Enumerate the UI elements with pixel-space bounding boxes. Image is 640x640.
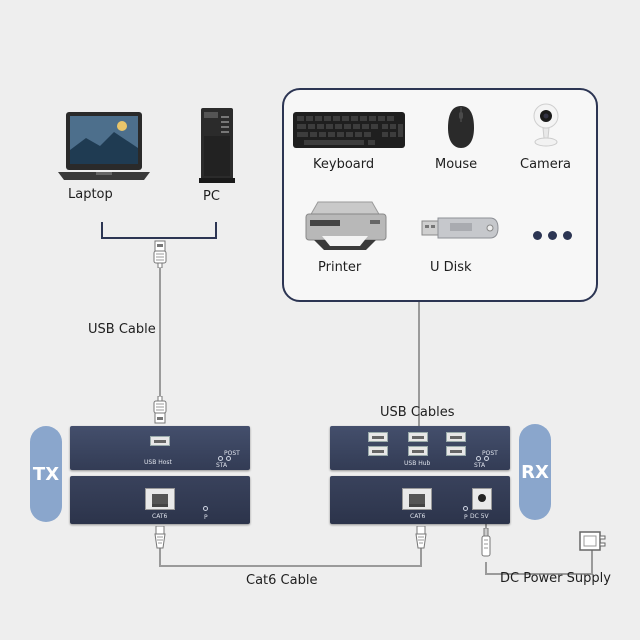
rx-post-led [484, 456, 489, 461]
power-adapter-icon [578, 530, 606, 556]
rx-tag: RX [519, 424, 551, 520]
usb-host-port [150, 436, 170, 446]
tx-cat6-port [145, 488, 175, 510]
keyboard-icon [292, 110, 406, 150]
rx-usb-port-2 [368, 446, 388, 456]
keyboard-label: Keyboard [313, 157, 375, 172]
sta-led [218, 456, 223, 461]
dc-power-supply-label: DC Power Supply [500, 571, 611, 586]
sta-label: STA [216, 462, 228, 469]
mouse-label: Mouse [435, 157, 478, 172]
usb-cables-label: USB Cables [380, 405, 455, 420]
cat6-cable-label: Cat6 Cable [246, 573, 318, 588]
printer-label: Printer [318, 260, 362, 275]
tx-tag: TX [30, 426, 62, 522]
usb-host-label: USB Host [144, 459, 172, 466]
dc-5v-label: DC 5V [470, 513, 489, 520]
usb-hub-label: USB Hub [404, 460, 431, 467]
tx-power-led [203, 506, 208, 511]
rx-power-led [463, 506, 468, 511]
u-disk-label: U Disk [430, 260, 472, 275]
camera-label: Camera [520, 157, 572, 172]
camera-icon [532, 102, 560, 148]
pc-label: PC [203, 189, 220, 204]
rx-sta-led [476, 456, 481, 461]
laptop-icon [56, 110, 152, 182]
rx-post-label: POST [482, 450, 498, 457]
cat6-plug-rx-icon [414, 525, 428, 552]
usb-plug-bottom-icon [152, 395, 168, 424]
pc-icon [198, 106, 236, 184]
rx-usb-port-4 [408, 446, 428, 456]
tx-unit-bottom: CAT6 P [70, 476, 250, 524]
more-devices-icon [533, 225, 578, 244]
laptop-label: Laptop [68, 187, 113, 202]
tx-p-label: P [204, 514, 208, 521]
usb-plug-top-icon [152, 240, 168, 269]
dc-plug-icon [479, 527, 493, 562]
rx-unit-bottom: CAT6 P DC 5V [330, 476, 510, 524]
post-label: POST [224, 450, 240, 457]
rx-cat6-label: CAT6 [410, 513, 426, 520]
mouse-icon [446, 104, 476, 150]
usb-cable-label: USB Cable [88, 322, 156, 337]
rx-p-label: P [464, 514, 468, 521]
tx-unit-top: USB Host POST STA [70, 426, 250, 470]
tx-tag-text: TX [32, 463, 60, 485]
rx-sta-label: STA [474, 462, 486, 469]
rx-usb-port-5 [446, 432, 466, 442]
rx-usb-port-1 [368, 432, 388, 442]
rx-usb-port-3 [408, 432, 428, 442]
tx-cat6-label: CAT6 [152, 513, 168, 520]
u-disk-icon [420, 214, 500, 244]
rx-cat6-port [402, 488, 432, 510]
dc-jack-icon [472, 488, 492, 510]
cat6-plug-tx-icon [153, 525, 167, 552]
post-led [226, 456, 231, 461]
printer-icon [300, 196, 390, 252]
rx-tag-text: RX [521, 461, 549, 483]
rx-usb-port-6 [446, 446, 466, 456]
rx-unit-top: USB Hub POST STA [330, 426, 510, 470]
